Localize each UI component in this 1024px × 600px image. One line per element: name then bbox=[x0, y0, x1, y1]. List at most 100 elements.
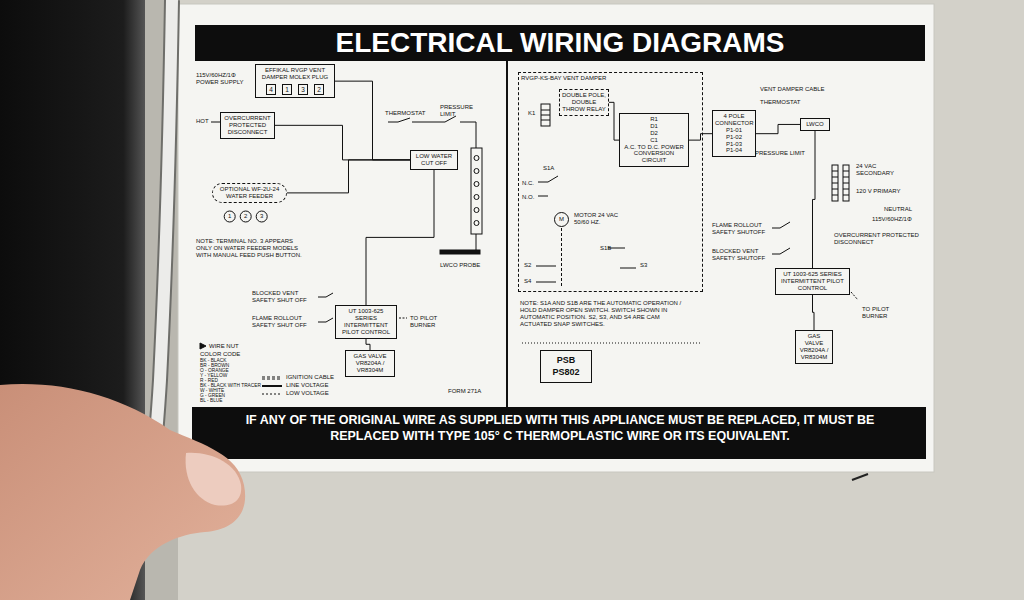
node-sublabel: P1-04 bbox=[715, 147, 753, 154]
supply-label: 115V/60HZ/1Φ POWER SUPPLY bbox=[196, 72, 251, 86]
contact-label: N.C. bbox=[522, 180, 534, 187]
pilot-control: UT 1003-625 SERIES INTERMITTENT PILOT CO… bbox=[775, 268, 850, 295]
node-label: EFFIKAL RVGP VENT DAMPER MOLEX PLUG bbox=[258, 67, 332, 81]
legend-label: LOW VOLTAGE bbox=[286, 390, 329, 397]
warning-band bbox=[192, 407, 926, 459]
switch-label: PRESSURE LIMIT bbox=[755, 150, 805, 157]
switch-label: BLOCKED VENT SAFETY SHUT OFF bbox=[252, 290, 314, 304]
node-label: 4 POLE CONNECTOR bbox=[715, 113, 753, 127]
water-feeder: OPTIONAL WF-2U-24 WATER FEEDER bbox=[212, 183, 287, 203]
wire-connector bbox=[813, 131, 816, 268]
thumbnail bbox=[186, 453, 242, 506]
wire-connector bbox=[609, 102, 619, 140]
node-sublabel: P1-02 bbox=[715, 134, 753, 141]
node-label: UT 1003-625 SERIES INTERMITTENT PILOT CO… bbox=[778, 271, 847, 292]
molex-plug: EFFIKAL RVGP VENT DAMPER MOLEX PLUG 4 1 3 2 bbox=[255, 64, 335, 98]
node-label: 4 bbox=[269, 86, 273, 93]
probe-label: LWCO PROBE bbox=[440, 262, 490, 269]
legend-label: WIRE NUT bbox=[209, 343, 239, 350]
label-sticker bbox=[178, 4, 934, 472]
color-code-entry: BK - BLACK bbox=[200, 358, 270, 363]
relay-coil-label: K1 bbox=[528, 110, 535, 117]
node-label: OPTIONAL WF-2U-24 WATER FEEDER bbox=[215, 186, 284, 200]
color-code-entry: G - GREEN bbox=[200, 393, 270, 398]
note-text: NOTE: TERMINAL NO. 3 APPEARS ONLY ON WAT… bbox=[196, 238, 308, 259]
vent-damper-box: RVGP-KS-BAY VENT DAMPERDOUBLE POLE, DOUB… bbox=[518, 72, 703, 292]
gas-valve: GAS VALVE VR8204A / VR8304M bbox=[795, 330, 833, 364]
disconnect-label: OVERCURRENT PROTECTED DISCONNECT bbox=[834, 232, 919, 246]
form-number: FORM 271A bbox=[448, 388, 498, 395]
title-band bbox=[195, 25, 925, 61]
panel-divider bbox=[506, 61, 508, 407]
node-label: GAS VALVE VR8204A / VR8304M bbox=[798, 333, 830, 361]
node-label: LOW WATER CUT OFF bbox=[413, 153, 455, 167]
terminal-number: 3 bbox=[260, 213, 263, 220]
color-code-heading: COLOR CODE bbox=[200, 351, 260, 358]
supply-label: 115V/60HZ/1Φ bbox=[872, 216, 927, 223]
model-box: PSBPS802 bbox=[540, 350, 592, 383]
power-conversion-box: R1D1D2C1A.C. TO D.C. POWER CONVERSION CI… bbox=[619, 113, 689, 167]
wire-connector bbox=[756, 124, 800, 133]
pilot-control: UT 1003-625 SERIES INTERMITTENT PILOT CO… bbox=[335, 305, 397, 339]
node-sublabel: A.C. TO D.C. POWER CONVERSION CIRCUIT bbox=[622, 144, 686, 165]
terminal-number: 2 bbox=[244, 213, 247, 220]
transformer-label: 24 VAC SECONDARY bbox=[856, 163, 906, 177]
low-water-cutoff: LOW WATER CUT OFF bbox=[410, 150, 458, 170]
disconnect-box: OVERCURRENT PROTECTED DISCONNECT bbox=[220, 112, 275, 139]
node-label: PSB bbox=[547, 355, 585, 367]
plug-pin: 1 bbox=[282, 84, 292, 95]
color-code-entry: R - RED bbox=[200, 378, 270, 383]
switch-label: S4 bbox=[524, 278, 531, 285]
switch-label: FLAME ROLLOUT SAFETY SHUT OFF bbox=[252, 315, 314, 329]
wire-connector bbox=[335, 81, 410, 160]
pilot-label: TO PILOT BURNER bbox=[410, 315, 455, 329]
legend-label: IGNITION CABLE bbox=[286, 374, 334, 381]
switch-label: THERMOSTAT bbox=[760, 99, 810, 106]
cable-label: VENT DAMPER CABLE bbox=[760, 86, 830, 93]
node-sublabel: D1 bbox=[622, 123, 686, 130]
legend-label: LINE VOLTAGE bbox=[286, 382, 328, 389]
terminal-number: 1 bbox=[228, 213, 231, 220]
switch-label: S2 bbox=[524, 262, 531, 269]
node-label: LWCO bbox=[803, 121, 827, 128]
node-sublabel: C1 bbox=[622, 137, 686, 144]
color-code-entry: O - ORANGE bbox=[200, 368, 270, 373]
node-sublabel: P1-01 bbox=[715, 127, 753, 134]
wire-connector bbox=[366, 170, 434, 305]
node-label: UT 1003-625 SERIES INTERMITTENT PILOT CO… bbox=[338, 308, 394, 336]
switch-label: THERMOSTAT bbox=[385, 110, 435, 117]
wire-label: NEUTRAL bbox=[884, 206, 924, 213]
warning-caption: IF ANY OF THE ORIGINAL WIRE AS SUPPLIED … bbox=[225, 412, 895, 445]
motor-symbol-label: M bbox=[559, 216, 564, 223]
wire-connector bbox=[689, 134, 712, 140]
node-label: OVERCURRENT PROTECTED DISCONNECT bbox=[223, 115, 272, 136]
contact-label: N.O. bbox=[522, 194, 534, 201]
color-code-entry: BR - BROWN bbox=[200, 363, 270, 368]
color-code-entry: W - WHITE bbox=[200, 388, 270, 393]
wire-connector bbox=[287, 160, 410, 193]
node-label: DOUBLE POLE, DOUBLE THROW RELAY bbox=[562, 92, 606, 113]
switch-label: S3 bbox=[640, 262, 647, 269]
plug-pin: 2 bbox=[314, 84, 324, 95]
switch-label: PRESSURE LIMIT bbox=[440, 104, 488, 118]
hand bbox=[0, 384, 245, 600]
node-label: 1 bbox=[285, 86, 289, 93]
pilot-label: TO PILOT BURNER bbox=[862, 306, 907, 320]
wire-label: HOT bbox=[196, 118, 209, 125]
switch-label: S1A bbox=[543, 165, 554, 172]
node-label: R1 bbox=[622, 116, 686, 123]
relay-box: DOUBLE POLE, DOUBLE THROW RELAY bbox=[559, 89, 609, 116]
pole-connector: 4 POLE CONNECTORP1-01P1-02P1-03P1-04 bbox=[712, 110, 756, 157]
title-slot: ELECTRICAL WIRING DIAGRAMS bbox=[195, 25, 925, 61]
color-code-entry: Y - YELLOW bbox=[200, 373, 270, 378]
transformer-label: 120 V PRIMARY bbox=[856, 188, 906, 195]
caption-slot: IF ANY OF THE ORIGINAL WIRE AS SUPPLIED … bbox=[225, 412, 895, 445]
node-label: 3 bbox=[301, 86, 305, 93]
switch-label: FLAME ROLLOUT SAFETY SHUTOFF bbox=[712, 222, 767, 236]
note-text: NOTE: S1A AND S1B ARE THE AUTOMATIC OPER… bbox=[520, 300, 690, 328]
node-label: 2 bbox=[317, 86, 321, 93]
lwco-box: LWCO bbox=[800, 118, 830, 131]
